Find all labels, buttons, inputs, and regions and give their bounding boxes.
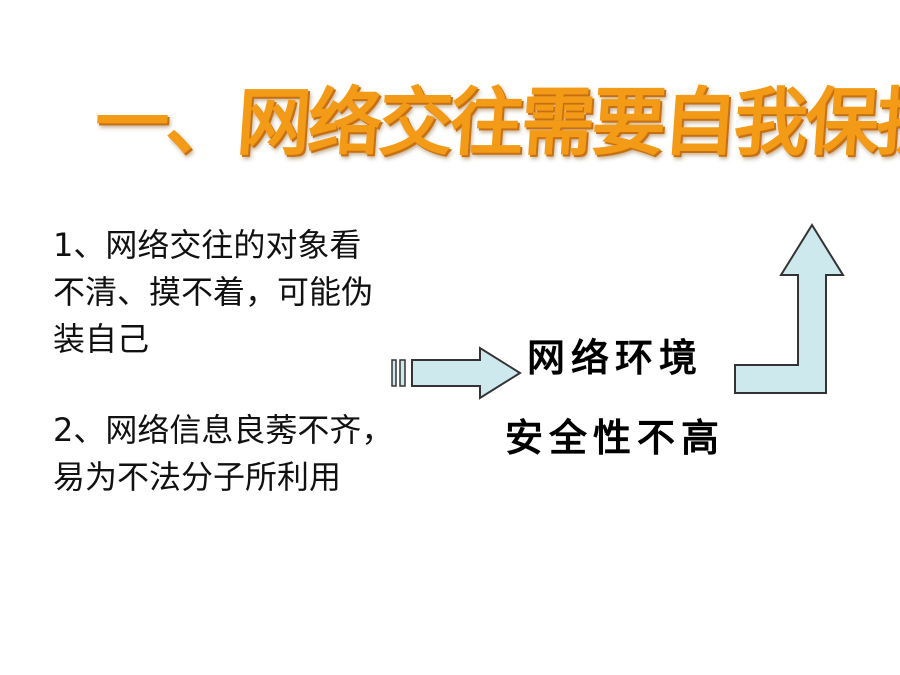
bent-up-arrow-icon (734, 223, 845, 394)
conclusion-text: 网络环境 安全性不高 (470, 318, 760, 478)
point-1: 1、网络交往的对象看不清、摸不着，可能伪装自己 (53, 226, 374, 358)
point-2: 2、网络信息良莠不齐，易为不法分子所利用 (53, 411, 394, 496)
striped-right-arrow-icon (391, 346, 522, 400)
conclusion-line-2: 安全性不高 (504, 416, 725, 460)
conclusion-line-1: 网络环境 (526, 336, 703, 380)
